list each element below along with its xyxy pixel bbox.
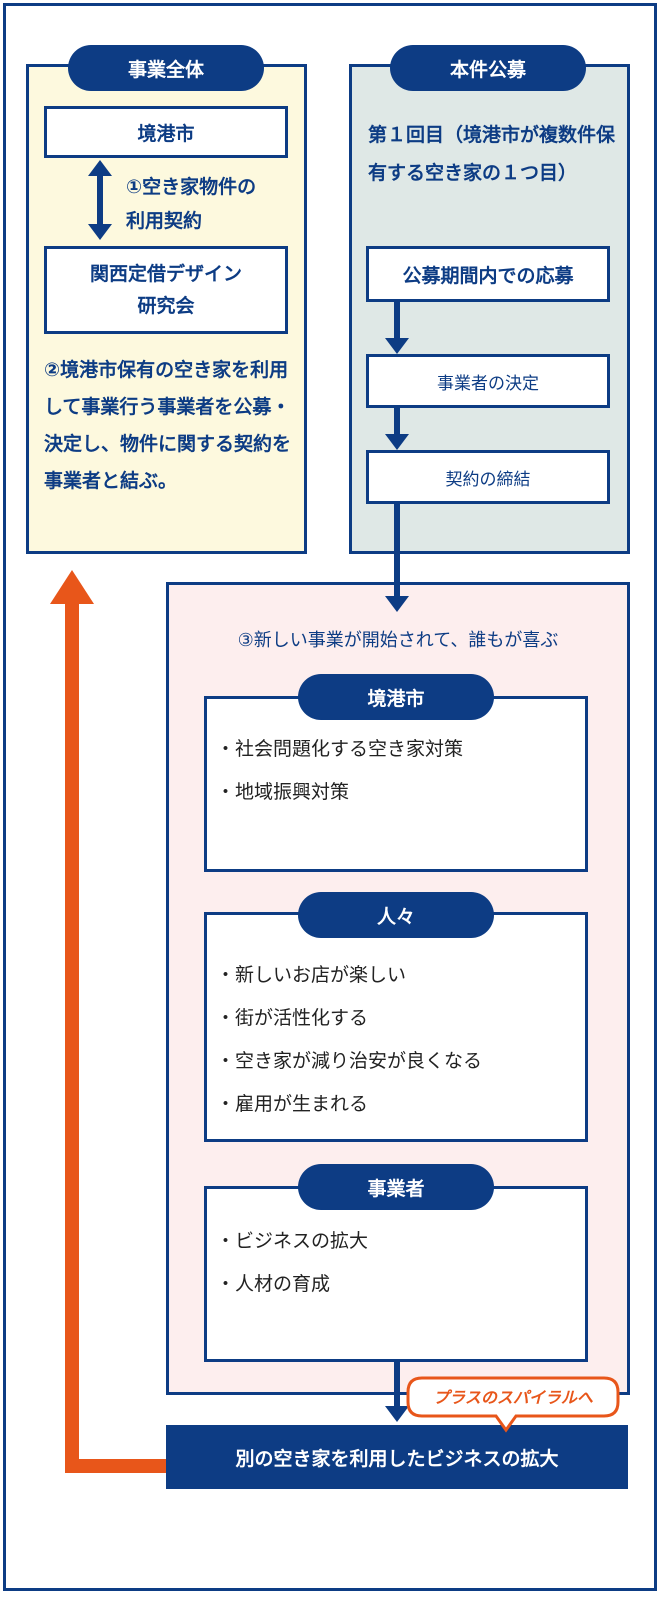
- benefit-group-city-title: 境港市: [298, 674, 494, 720]
- sakaiminato-city-box: 境港市: [44, 106, 288, 158]
- step-decide-box: 事業者の決定: [366, 354, 610, 408]
- double-arrow-down-head: [88, 224, 112, 240]
- double-arrow-up-head: [88, 160, 112, 176]
- list-item: 地域振興対策: [216, 771, 463, 814]
- callout-text: プラスのスパイラルへ: [433, 1388, 593, 1407]
- benefit-group-people-title: 人々: [298, 892, 494, 938]
- step-arrow-2-head: [385, 434, 409, 450]
- list-item: 人材の育成: [216, 1263, 368, 1306]
- usage-contract-label: ①空き家物件の 利用契約: [126, 176, 257, 232]
- benefits-heading: ③新しい事業が開始されて、誰もが喜ぶ: [237, 630, 559, 651]
- list-item: ビジネスの拡大: [216, 1220, 368, 1263]
- overall-description: ②境港市保有の空き家を利用して事業行う事業者を公募・決定し、物件に関する契約を事…: [44, 359, 292, 492]
- benefit-group-business-list: ビジネスの拡大 人材の育成: [216, 1220, 368, 1306]
- step-apply-box: 公募期間内での応募: [366, 246, 610, 302]
- kansai-design-box: 関西定借デザイン 研究会: [44, 246, 288, 334]
- bottom-banner: 別の空き家を利用したビジネスの拡大: [166, 1425, 628, 1489]
- overall-project-title: 事業全体: [68, 45, 264, 91]
- list-item: 新しいお店が楽しい: [216, 954, 482, 997]
- recruitment-title: 本件公募: [390, 45, 586, 91]
- step-contract-box: 契約の締結: [366, 450, 610, 504]
- diagram-frame: [3, 3, 657, 1591]
- benefit-group-business-title: 事業者: [298, 1164, 494, 1210]
- list-item: 空き家が減り治安が良くなる: [216, 1040, 482, 1083]
- loop-arrow-head: [50, 570, 94, 604]
- callout-bubble: [406, 1376, 620, 1433]
- benefit-group-city-list: 社会問題化する空き家対策 地域振興対策: [216, 728, 463, 814]
- step-arrow-1-head: [385, 338, 409, 354]
- contract-arrow-head: [385, 596, 409, 612]
- list-item: 雇用が生まれる: [216, 1083, 482, 1126]
- benefit-group-people-list: 新しいお店が楽しい 街が活性化する 空き家が減り治安が良くなる 雇用が生まれる: [216, 954, 482, 1126]
- recruitment-subtitle: 第１回目（境港市が複数件保有する空き家の１つ目）: [368, 124, 616, 184]
- benefits-arrow-head: [385, 1406, 409, 1422]
- list-item: 社会問題化する空き家対策: [216, 728, 463, 771]
- loop-arrow-path: [65, 600, 166, 1473]
- list-item: 街が活性化する: [216, 997, 482, 1040]
